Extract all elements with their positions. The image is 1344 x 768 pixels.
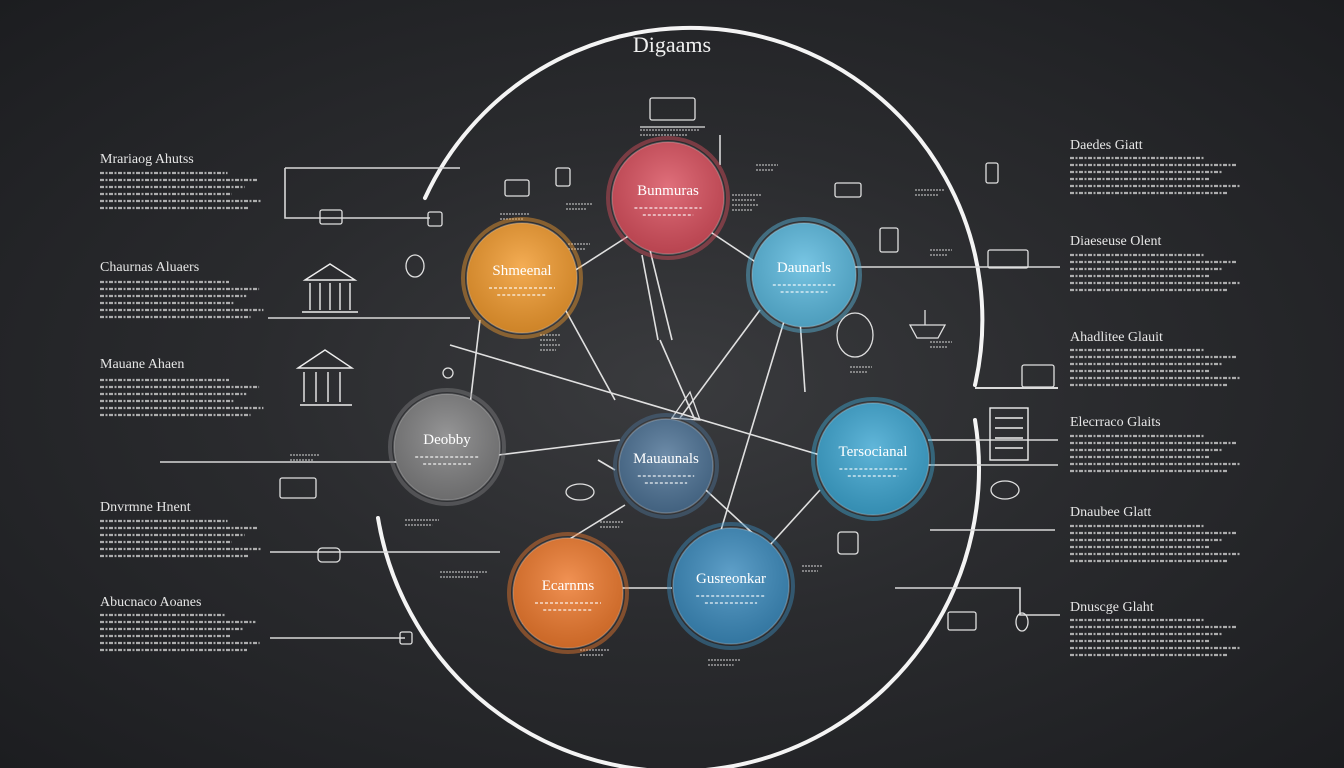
text-block bbox=[100, 378, 264, 417]
text-block bbox=[1070, 434, 1241, 473]
node-n2: Shmeenal bbox=[461, 217, 583, 339]
node-n8: Gusreonkar bbox=[667, 522, 795, 650]
server-icon bbox=[989, 407, 1029, 461]
monitor-icon bbox=[640, 97, 705, 128]
node-n4: Deobby bbox=[388, 388, 506, 506]
left-label: Dnvrmne Hnent bbox=[100, 500, 191, 515]
side-connectors bbox=[160, 135, 1060, 639]
left-label: Mauane Ahaen bbox=[100, 357, 185, 372]
bank-icon bbox=[302, 263, 358, 313]
right-label: Ahadlitee Glauit bbox=[1070, 330, 1163, 345]
side-text-blocks bbox=[100, 156, 1241, 657]
node-n7: Ecarnms bbox=[507, 532, 629, 654]
left-label: Chaurnas Aluaers bbox=[100, 260, 200, 275]
text-block bbox=[100, 171, 262, 210]
node-n1: Bunmuras bbox=[606, 136, 730, 260]
right-label: Diaeseuse Olent bbox=[1070, 234, 1162, 249]
right-label: Dnuscge Glaht bbox=[1070, 600, 1154, 615]
text-scribbles bbox=[290, 129, 952, 666]
bank-icon bbox=[295, 349, 355, 406]
text-block bbox=[100, 519, 262, 558]
node-n5: Mauaunals bbox=[613, 413, 719, 519]
node-label: Ecarnms bbox=[542, 578, 595, 594]
lock-icon bbox=[405, 254, 1029, 632]
text-block bbox=[100, 280, 264, 319]
tablet-icon bbox=[555, 162, 999, 253]
boat-icon bbox=[908, 310, 947, 339]
page-title: Digaams bbox=[632, 32, 712, 57]
node-label: Shmeenal bbox=[492, 263, 551, 279]
node-label: Daunarls bbox=[777, 260, 831, 276]
left-label: Abucnaco Aoanes bbox=[100, 595, 202, 610]
node-label: Mauaunals bbox=[633, 451, 699, 467]
mouse-icon bbox=[565, 312, 1020, 501]
text-block bbox=[100, 613, 260, 652]
node-label: Gusreonkar bbox=[696, 571, 766, 587]
printer-icon bbox=[279, 364, 1055, 631]
text-block bbox=[1070, 348, 1241, 387]
device-icon bbox=[317, 209, 1029, 645]
node-label: Deobby bbox=[423, 432, 471, 448]
node-n6: Tersocianal bbox=[811, 397, 935, 521]
text-block bbox=[1070, 618, 1241, 657]
right-label: Elecrraco Glaits bbox=[1070, 415, 1161, 430]
right-label: Dnaubee Glatt bbox=[1070, 505, 1152, 520]
node-n3: Daunarls bbox=[746, 217, 862, 333]
right-label: Daedes Giatt bbox=[1070, 138, 1143, 153]
node-label: Bunmuras bbox=[637, 183, 699, 199]
gadget-icon bbox=[504, 179, 862, 421]
text-block bbox=[1070, 156, 1241, 195]
left-label: Mrariaog Ahutss bbox=[100, 152, 194, 167]
text-block bbox=[1070, 524, 1241, 563]
text-block bbox=[1070, 253, 1241, 292]
node-label: Tersocianal bbox=[839, 444, 908, 460]
